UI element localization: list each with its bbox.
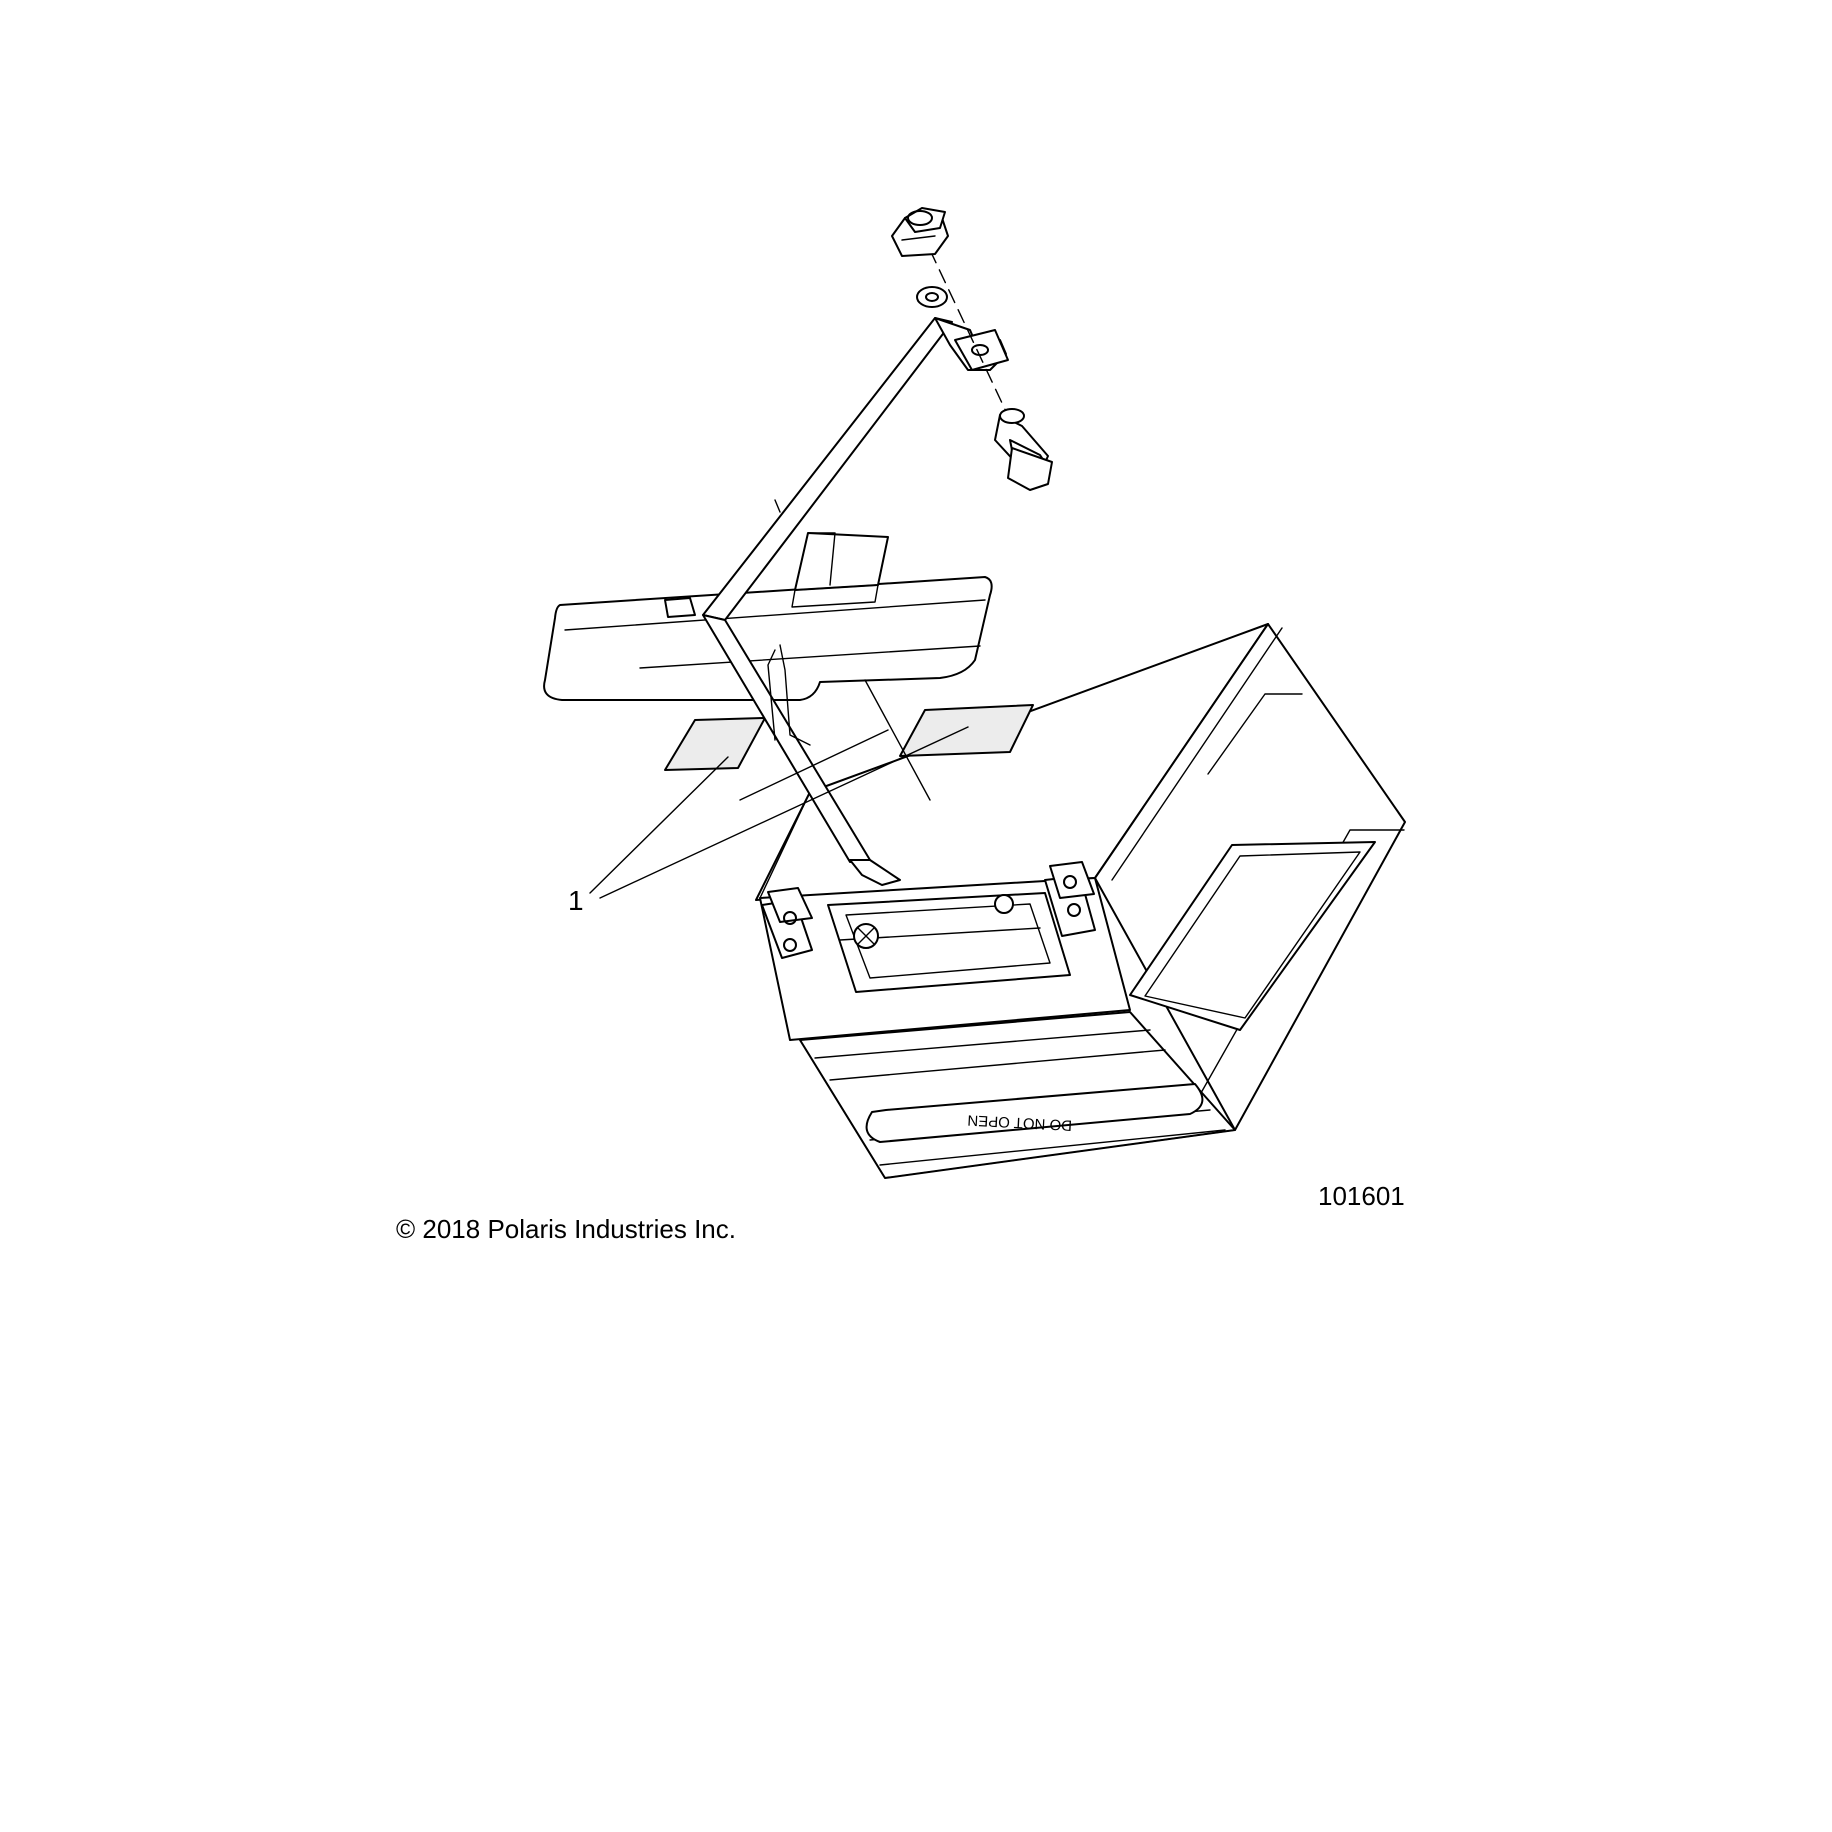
bracket-raised-block bbox=[794, 532, 889, 591]
battery-top-plate bbox=[827, 892, 1071, 993]
battery-side-rib bbox=[1179, 829, 1405, 1131]
bracket-guide bbox=[767, 649, 776, 741]
battery-side-label bbox=[1129, 841, 1376, 1031]
copyright-notice: © 2018 Polaris Industries Inc. bbox=[396, 1214, 736, 1244]
battery-side-rib bbox=[1207, 693, 1303, 775]
bracket-tab bbox=[954, 329, 1009, 371]
bracket-strap-edge bbox=[724, 321, 953, 621]
washer-icon bbox=[916, 286, 948, 308]
battery-boss bbox=[994, 894, 1014, 914]
bracket-raised-block-line bbox=[807, 532, 836, 586]
pad-left bbox=[664, 717, 766, 771]
battery-left-edge bbox=[759, 791, 811, 899]
battery-warning-label bbox=[865, 1083, 1204, 1143]
bracket-strap-edge bbox=[702, 317, 936, 616]
battery-lower-edge bbox=[799, 1039, 1236, 1179]
bracket-strap-mark bbox=[774, 499, 781, 513]
bracket-raised-block-front bbox=[791, 584, 879, 608]
nut-icon bbox=[891, 207, 949, 257]
bolt-icon bbox=[994, 408, 1053, 491]
battery-front-rib bbox=[879, 1129, 1226, 1166]
bracket-shelf bbox=[543, 576, 993, 701]
figure-number: 101601 bbox=[1318, 1181, 1405, 1211]
bracket-clip bbox=[664, 597, 696, 618]
battery: DO NOT OPEN bbox=[755, 623, 1406, 1179]
bracket-guide bbox=[864, 679, 931, 801]
battery-side-label-inner bbox=[1144, 851, 1361, 1019]
callout-1: 1 bbox=[568, 726, 969, 916]
callout-leader bbox=[589, 756, 729, 894]
screw-head-icon bbox=[853, 923, 879, 949]
battery-front-rib bbox=[814, 1029, 1151, 1059]
fastener-axis bbox=[929, 249, 1011, 421]
bracket-guide bbox=[739, 729, 889, 801]
fasteners bbox=[891, 207, 1053, 491]
battery-side-rib bbox=[1111, 627, 1283, 881]
bracket-shelf-line bbox=[639, 645, 981, 669]
callout-number: 1 bbox=[568, 885, 584, 916]
callout-leader bbox=[599, 726, 969, 899]
bracket-shelf-line bbox=[564, 599, 986, 631]
battery-warning-text: DO NOT OPEN bbox=[967, 1111, 1072, 1133]
bracket-foot bbox=[849, 859, 901, 886]
battery-front-rib bbox=[829, 1049, 1166, 1081]
battery-terminal-left bbox=[761, 887, 813, 959]
hold-down-bracket bbox=[543, 317, 1009, 886]
battery-top-plate-inner bbox=[845, 903, 1051, 979]
battery-terminal-right bbox=[1044, 861, 1096, 937]
bracket-guide bbox=[779, 644, 811, 746]
